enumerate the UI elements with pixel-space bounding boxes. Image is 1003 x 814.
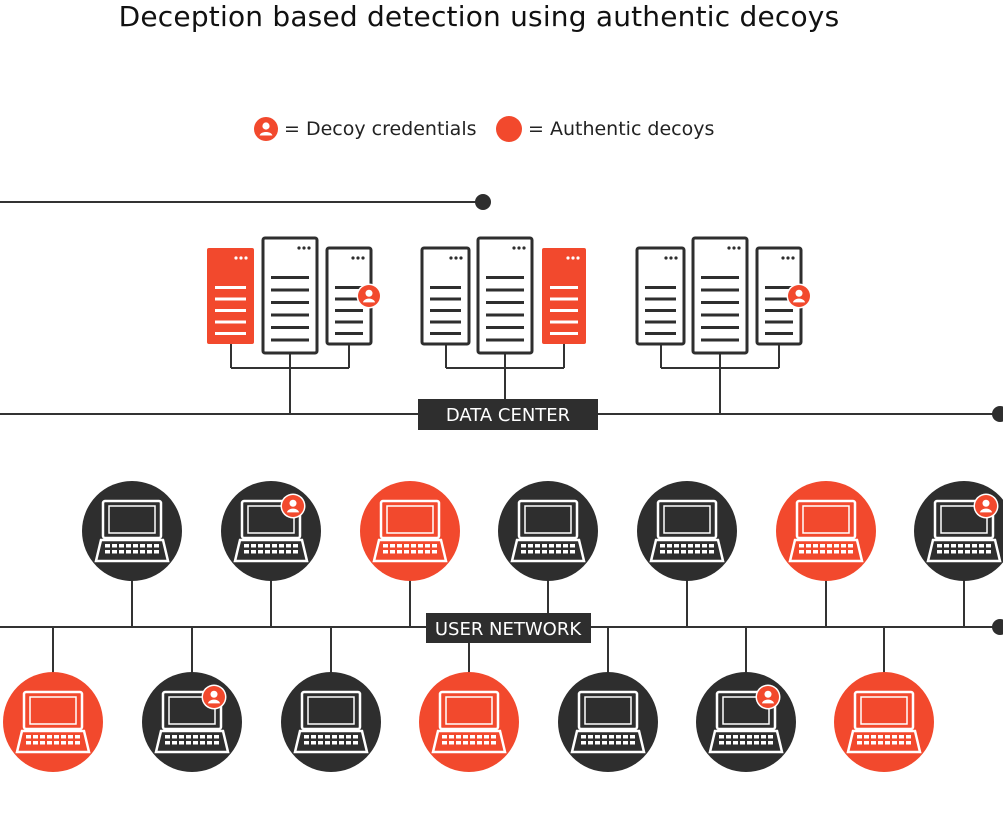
user-badge-icon bbox=[786, 283, 812, 309]
laptop-icon bbox=[221, 481, 321, 581]
laptop-icon bbox=[360, 481, 460, 581]
server-icon bbox=[476, 236, 534, 355]
laptop-icon bbox=[419, 672, 519, 772]
server-icon bbox=[635, 246, 686, 346]
laptop-icon bbox=[142, 672, 242, 772]
server-icon bbox=[755, 246, 812, 346]
server-icon bbox=[261, 236, 319, 355]
data-center-servers bbox=[207, 236, 812, 355]
server-icon bbox=[691, 236, 749, 355]
user-badge-icon bbox=[973, 493, 999, 519]
legend: = Decoy credentials = Authentic decoys bbox=[0, 116, 1003, 142]
server-icon bbox=[207, 248, 254, 344]
user-badge-icon bbox=[280, 493, 306, 519]
user-badge-icon bbox=[254, 117, 278, 141]
red-dot-icon bbox=[496, 116, 522, 142]
legend-label-decoy-credentials: = Decoy credentials bbox=[284, 118, 477, 140]
laptop-icon bbox=[498, 481, 598, 581]
diagram-title: Deception based detection using authenti… bbox=[118, 0, 840, 33]
data-center-label-bg bbox=[418, 399, 598, 430]
laptop-icon bbox=[834, 672, 934, 772]
line-endpoint bbox=[992, 406, 1003, 422]
laptop-icon bbox=[914, 481, 1003, 581]
laptop-icon bbox=[696, 672, 796, 772]
line-endpoint bbox=[475, 194, 491, 210]
legend-item-authentic-decoys: = Authentic decoys bbox=[496, 116, 714, 142]
line-endpoint bbox=[992, 619, 1003, 635]
data-center-label: DATA CENTER bbox=[418, 399, 598, 430]
server-icon bbox=[542, 248, 586, 344]
legend-item-decoy-credentials: = Decoy credentials bbox=[254, 116, 477, 142]
user-network-label-bg bbox=[426, 613, 591, 643]
user-network-label-text: USER NETWORK bbox=[435, 619, 583, 640]
laptop-icon bbox=[3, 672, 103, 772]
user-network-label: USER NETWORK bbox=[426, 613, 591, 643]
data-center-label-text: DATA CENTER bbox=[446, 405, 570, 426]
server-icon bbox=[420, 246, 471, 346]
laptop-icon bbox=[82, 481, 182, 581]
legend-label-authentic-decoys: = Authentic decoys bbox=[528, 118, 715, 140]
laptop-icon bbox=[776, 481, 876, 581]
laptop-icon bbox=[637, 481, 737, 581]
user-badge-icon bbox=[201, 684, 227, 710]
laptop-icon bbox=[281, 672, 381, 772]
user-badge-icon bbox=[356, 283, 382, 309]
laptop-icon bbox=[558, 672, 658, 772]
user-network-laptops bbox=[3, 481, 1003, 772]
user-badge-icon bbox=[755, 684, 781, 710]
server-icon bbox=[325, 246, 382, 346]
